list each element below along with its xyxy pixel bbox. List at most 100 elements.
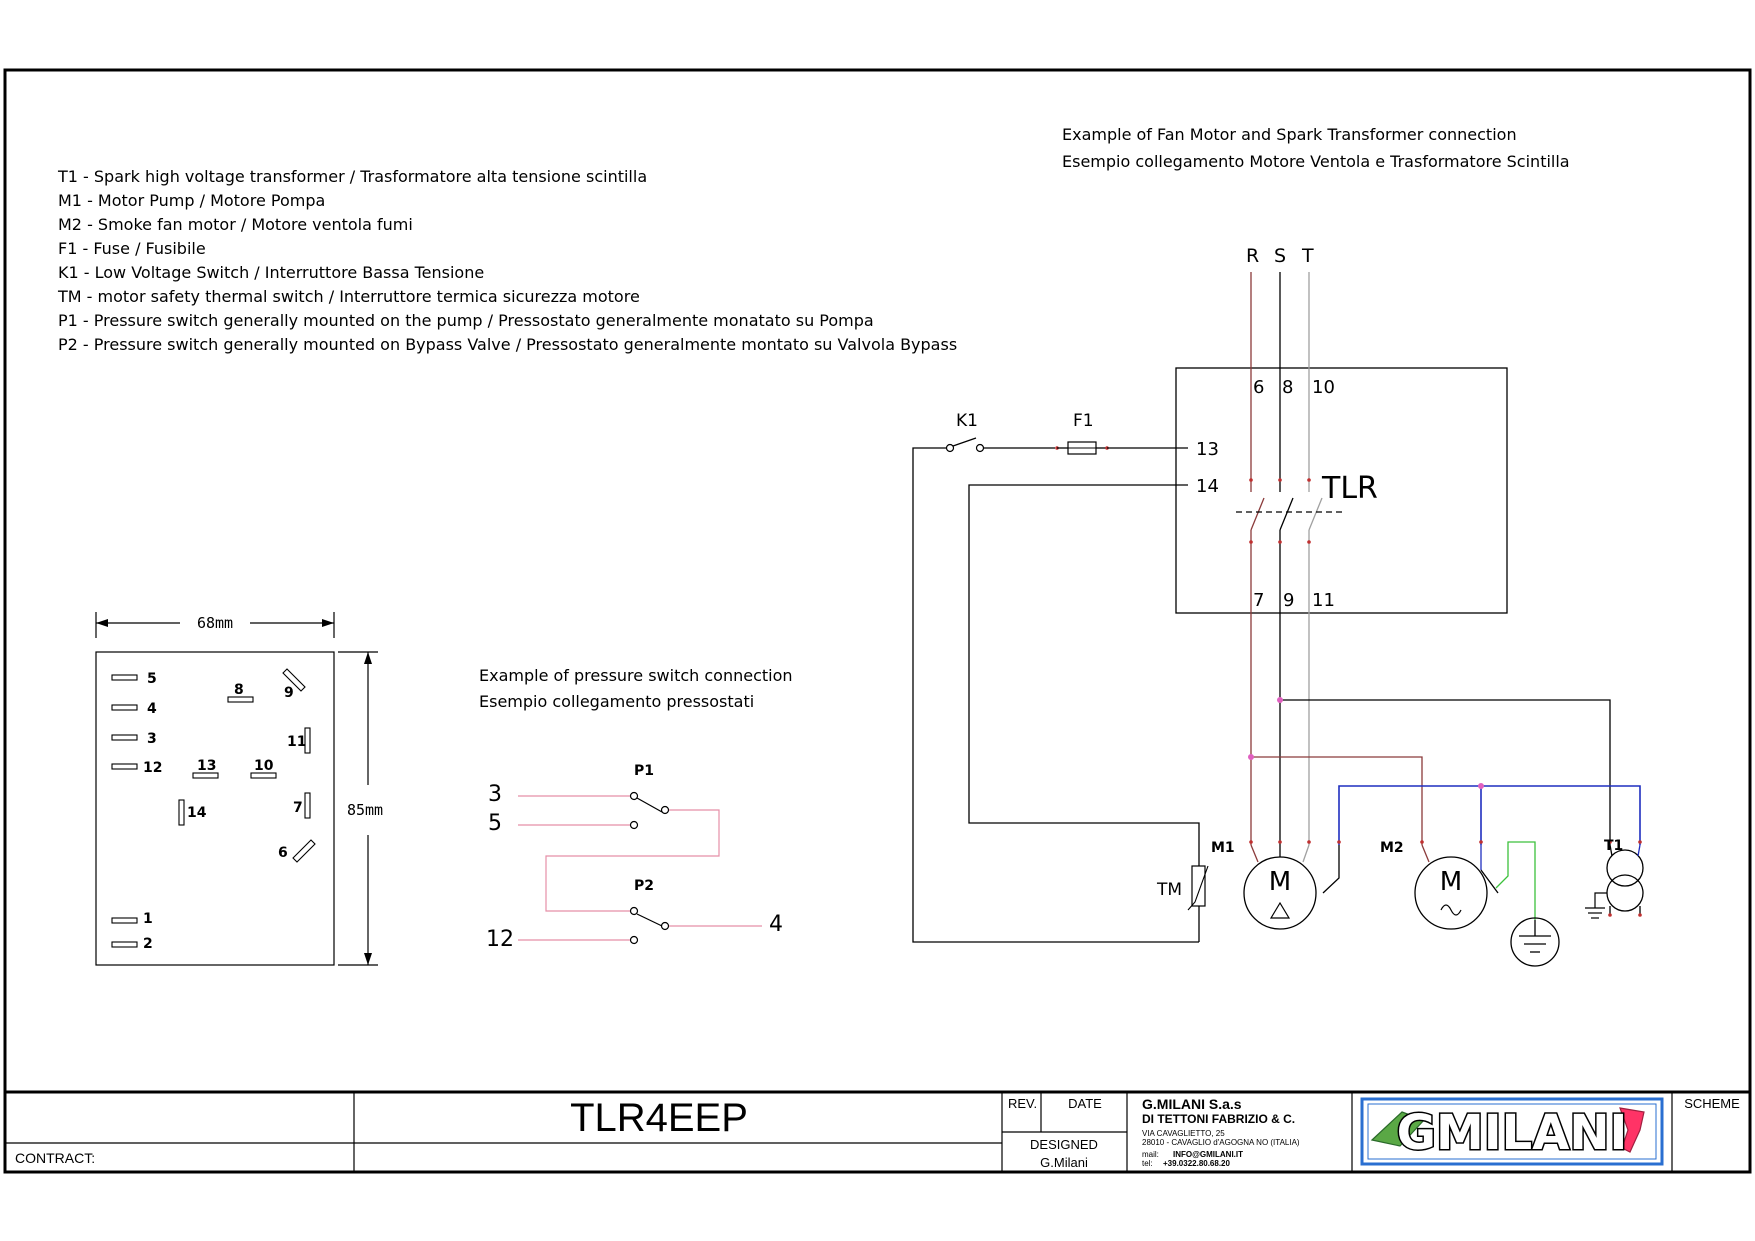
three-phase-icon [1269,901,1291,919]
pressure-title-it: Esempio collegamento pressostati [479,692,754,711]
k1-contact [945,443,955,453]
r-to-m2-wire [1251,756,1423,845]
legend-line: P1 - Pressure switch generally mounted o… [58,311,874,330]
tm-label: TM [1156,880,1182,900]
company-mail: INFO@GMILANI.IT [1173,1150,1243,1159]
pin-label: 1 [143,911,153,927]
fan-example-title-en: Example of Fan Motor and Spark Transform… [1062,125,1517,144]
terminal-6: 6 [1253,377,1264,398]
legend: T1 - Spark high voltage transformer / Tr… [57,167,957,354]
pin-label: 2 [143,936,153,952]
phase-s-label: S [1274,245,1286,267]
terminal-11: 11 [1312,590,1335,611]
company-name: G.MILANI S.a.s [1142,1096,1242,1112]
designer-name: G.Milani [1040,1155,1088,1170]
tel-label: tel: [1142,1159,1153,1168]
motor-glyph: M [1269,867,1291,897]
scheme-label: SCHEME [1684,1096,1740,1111]
legend-line: M2 - Smoke fan motor / Motore ventola fu… [58,215,413,234]
width-dimension: 68mm [197,614,233,632]
pin-label: 5 [147,671,157,687]
terminal-13: 13 [1196,439,1219,460]
date-label: DATE [1068,1096,1102,1111]
company-owner: DI TETTONI FABRIZIO & C. [1142,1112,1295,1126]
pin-label: 11 [287,734,306,750]
legend-line: T1 - Spark high voltage transformer / Tr… [57,167,647,186]
logo-text: GMILANI [1397,1105,1628,1161]
tlr-label: TLR [1321,471,1378,506]
contract-label: CONTRACT: [15,1150,95,1166]
legend-line: P2 - Pressure switch generally mounted o… [58,335,957,354]
pin-label: 9 [284,685,294,701]
k1-label: K1 [956,411,978,431]
relay-body-outline [95,651,335,966]
control-wire-14 [968,484,1200,866]
junction-dot [1248,754,1254,760]
k1-contact [975,443,985,453]
motor-glyph: M [1440,867,1462,897]
tlr-contacts [1236,478,1342,545]
phase-r-label: R [1246,245,1259,267]
terminal-7: 7 [1253,590,1264,611]
relay-footprint: 68mm 85mm 5 4 3 [95,612,383,966]
terminal-14: 14 [1196,476,1219,497]
control-wire-left [912,447,1199,943]
legend-line: F1 - Fuse / Fusibile [58,239,206,258]
pin-label: 6 [278,845,288,861]
drawing-code: TLR4EEP [570,1096,748,1140]
earth-icon [1510,917,1560,967]
height-dimension: 85mm [347,801,383,819]
p2-label: P2 [634,878,654,894]
pin-label: 8 [234,682,244,698]
t1-label: T1 [1604,838,1623,854]
m1-label: M1 [1211,840,1235,856]
title-block [5,1090,1750,1172]
terminal-8: 8 [1282,377,1293,398]
fan-connection-diagram: Example of Fan Motor and Spark Transform… [912,125,1644,967]
junction-dot [1478,783,1484,789]
pressure-in-12: 12 [486,927,514,952]
company-address-2: 28010 - CAVAGLIO d'AGOGNA NO (ITALIA) [1142,1138,1300,1147]
pin-label: 4 [147,701,157,717]
gmilani-logo: GMILANI [1360,1097,1664,1166]
company-tel: +39.0322.80.68.20 [1163,1159,1231,1168]
company-info: G.MILANI S.a.s DI TETTONI FABRIZIO & C. … [1142,1096,1300,1168]
legend-line: M1 - Motor Pump / Motore Pompa [58,191,325,210]
junction-dot [1277,697,1283,703]
legend-line: TM - motor safety thermal switch / Inter… [57,287,640,306]
f1-label: F1 [1073,411,1094,431]
pressure-in-3: 3 [488,782,502,807]
rev-label: REV. [1008,1096,1037,1111]
legend-line: K1 - Low Voltage Switch / Interruttore B… [58,263,484,282]
m2-label: M2 [1380,840,1404,856]
terminal-10: 10 [1312,377,1335,398]
phase-t-label: T [1301,245,1314,267]
pressure-title-en: Example of pressure switch connection [479,666,793,685]
pin-label: 12 [143,760,162,776]
transformer-t1 [1585,844,1644,919]
pressure-switch-diagram: Example of pressure switch connection Es… [479,666,793,952]
terminal-9: 9 [1283,590,1294,611]
motor-terminal-dots [1249,840,1642,844]
s-to-t1-wire [1280,699,1611,845]
pin-label: 14 [187,805,207,821]
thermal-switch-icon [1191,865,1206,907]
pin-label: 13 [197,758,216,774]
motor-m1: M [1243,844,1340,930]
pressure-in-5: 5 [488,811,502,836]
pin-label: 3 [147,731,157,747]
neutral-bus [1338,785,1641,845]
ac-wave-icon [1440,904,1462,916]
mail-label: mail: [1142,1150,1159,1159]
sheet-border [3,68,1752,1174]
fan-example-title-it: Esempio collegamento Motore Ventola e Tr… [1062,152,1570,171]
pin-label: 10 [254,758,274,774]
pin-label: 7 [293,800,303,816]
motor-m2: M [1414,841,1536,930]
pressure-out-4: 4 [769,912,783,937]
designed-label: DESIGNED [1030,1137,1098,1152]
p1-label: P1 [634,763,654,779]
company-address-1: VIA CAVAGLIETTO, 25 [1142,1129,1225,1138]
k1-blade [952,437,977,447]
